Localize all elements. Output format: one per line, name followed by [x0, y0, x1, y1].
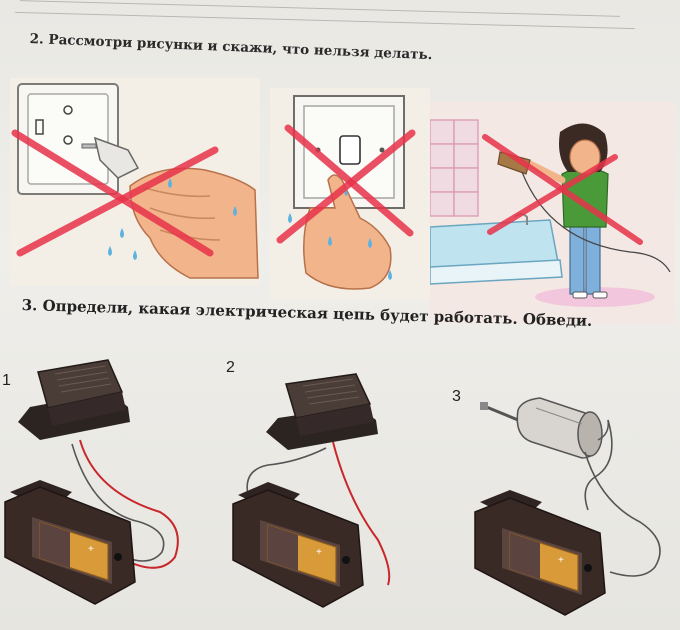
svg-text:+: + — [316, 547, 322, 558]
svg-text:+: + — [558, 555, 564, 566]
battery-holder-icon: + — [4, 480, 136, 605]
circuit-2-number: 2 — [226, 359, 235, 376]
circuit-1[interactable]: + — [0, 352, 200, 624]
circuit-3-number: 3 — [452, 388, 461, 405]
battery-holder-icon: + — [232, 482, 364, 608]
buzzer-icon — [18, 359, 130, 440]
wet-hand-switch-icon — [270, 88, 430, 300]
hairdryer-bathroom-icon — [430, 102, 675, 324]
wet-hand-socket-icon — [10, 78, 260, 286]
battery-holder-icon: + — [474, 490, 606, 616]
svg-text:+: + — [88, 544, 94, 555]
task-2-heading: 2. Рассмотри рисунки и скажи, что нельзя… — [29, 31, 433, 64]
buzzer-icon — [266, 373, 378, 450]
circuit-2[interactable]: + — [228, 370, 428, 624]
motor-icon — [480, 397, 610, 459]
circuit-1-number: 1 — [2, 372, 11, 389]
circuit-3[interactable]: + — [470, 392, 676, 624]
